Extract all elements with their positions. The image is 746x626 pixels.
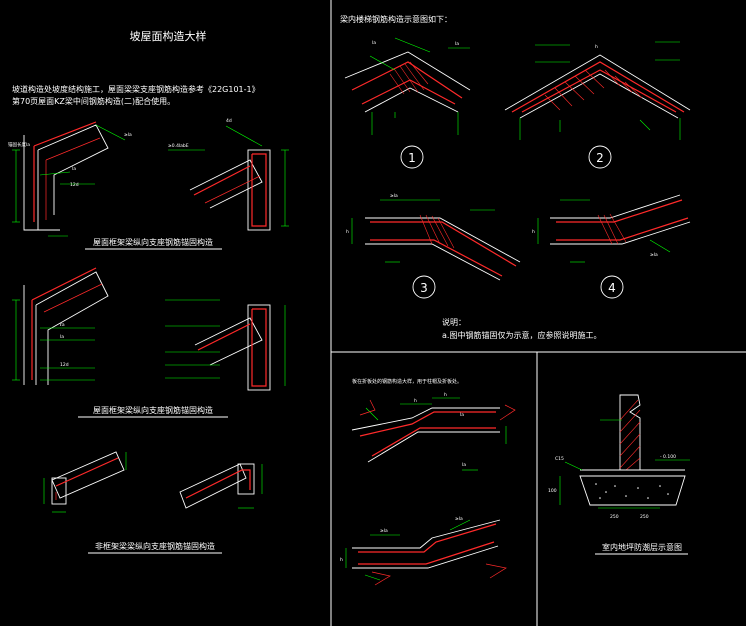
figure-1-number: 1 (408, 151, 416, 165)
figure-4-number: 4 (608, 281, 616, 295)
top-right-note-title: 说明： (442, 317, 466, 327)
fig3-label-h: h (346, 229, 349, 235)
br-label-c15: C15 (555, 456, 564, 462)
bottom-left-panel: 板在折板处的钢筋构造大样，用于柱帽及折板处。 h h la la (340, 378, 516, 586)
figure-2-number: 2 (596, 151, 604, 165)
label-la-2: ℓa (59, 322, 65, 328)
fig3-label-la: ≥la (390, 193, 398, 199)
br-label-100: 100 (548, 488, 557, 494)
figure-4-knee-joint: h ≥la (532, 194, 691, 263)
detail-nonframe-beam-left (43, 451, 127, 513)
top-right-note-1: a.图中钢筋锚固仅为示意，应参照说明施工。 (442, 330, 601, 340)
bl-label-h-2: h (444, 392, 447, 398)
detail-roof-beam-support-right (165, 299, 286, 391)
bl-label-la-2: la (462, 462, 466, 468)
label-12d-2: 12d (60, 362, 69, 368)
caption-detail-1: 屋面框架梁纵向支座钢筋锚固构造 (93, 237, 213, 247)
figure-2-number-circle (588, 145, 612, 169)
figure-1-ridge-joint: la la (344, 37, 471, 135)
bottom-right-caption: 室内地坪防潮层示意图 (602, 542, 682, 552)
bottom-right-panel: C15 250 250 100 - 0.100 室内地坪防潮层示意图 (548, 394, 690, 555)
br-label-250-2: 250 (640, 514, 649, 520)
caption-detail-3: 非框架梁梁纵向支座钢筋锚固构造 (95, 541, 215, 551)
detail-roof-beam-support-left: ℓa la 12d (12, 267, 109, 385)
br-label-elev: - 0.100 (660, 454, 676, 460)
detail-roof-beam-joint-right: ≥0.4labE 4d (168, 118, 289, 231)
slab-fold-detail-upper: h h la la (351, 392, 516, 471)
top-right-panel: 梁内楼梯钢筋构造示意图如下： la la 1 (340, 14, 691, 340)
fig1-label-la-2: la (455, 41, 459, 47)
label-gela-1: ≥la (124, 132, 132, 138)
br-label-250-1: 250 (610, 514, 619, 520)
figure-1-number-circle (400, 145, 424, 169)
bl-label-la-3: ≥la (380, 528, 388, 534)
left-panel: 坡屋面构造大样 坡道构造处坡度结构施工，屋面梁梁支座钢筋构造参考《22G101-… (8, 29, 289, 554)
label-4d-1: 4d (226, 118, 232, 124)
bottom-left-note: 板在折板处的钢筋构造大样，用于柱帽及折板处。 (352, 378, 462, 385)
left-panel-note-line-1: 坡道构造处坡度结构施工，屋面梁梁支座钢筋构造参考《22G101-1》 (12, 84, 260, 94)
detail-nonframe-beam-right (179, 463, 263, 509)
fig1-label-la-1: la (372, 40, 376, 46)
bl-label-la-4: ≥la (455, 516, 463, 522)
slab-fold-detail-lower: h ≥la ≥la (340, 516, 507, 586)
label-anchor-1: 锚固长度la (8, 141, 30, 148)
detail-roof-beam-joint-left: 锚固长度la la 12d ≥la (8, 121, 132, 237)
left-panel-title: 坡屋面构造大样 (130, 29, 207, 43)
figure-4-number-circle (600, 275, 624, 299)
foundation-wall-detail: C15 250 250 100 - 0.100 (548, 394, 690, 520)
figure-2-ridge-joint: h (504, 41, 691, 140)
figure-3-number: 3 (420, 281, 428, 295)
label-12d-1: 12d (70, 182, 79, 188)
figure-3-knee-joint: h ≥la (346, 193, 521, 281)
fig4-label-h: h (532, 229, 535, 235)
label-la-3: la (60, 334, 64, 340)
top-right-title: 梁内楼梯钢筋构造示意图如下： (340, 14, 452, 24)
left-panel-note-line-2: 第70页屋面KZ梁中间钢筋构造(二)配合使用。 (12, 96, 175, 106)
figure-3-number-circle (412, 275, 436, 299)
fig4-label-la: ≥la (650, 252, 658, 258)
fig2-label-h: h (595, 44, 598, 50)
caption-detail-2: 屋面框架梁纵向支座钢筋锚固构造 (93, 405, 213, 415)
bl-label-la-1: la (460, 412, 464, 418)
panel-borders (330, 0, 746, 626)
label-la-1: la (72, 166, 76, 172)
bl-label-h-1: h (414, 398, 417, 404)
label-04labe-1: ≥0.4labE (168, 143, 189, 149)
bl-label-h-3: h (340, 557, 343, 563)
